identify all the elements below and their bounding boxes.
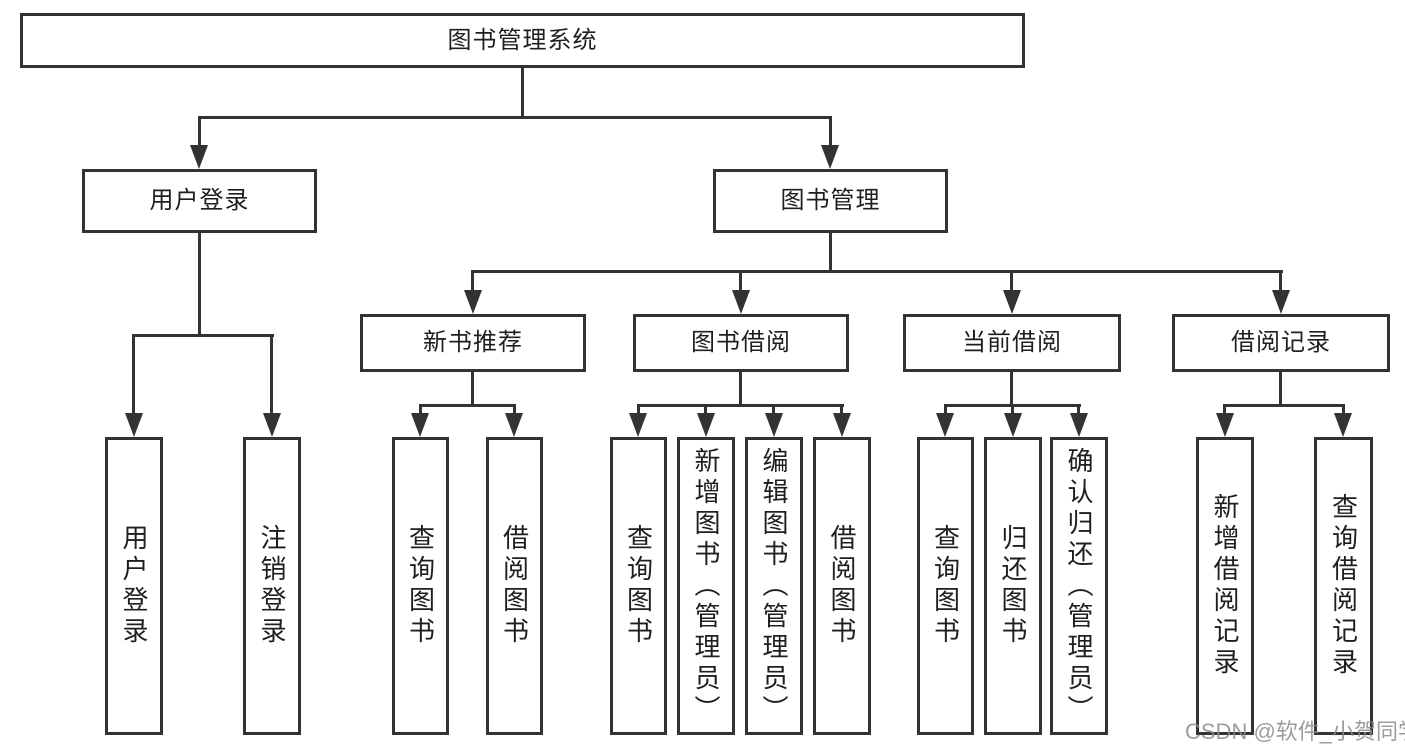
arrowhead-down-icon [732,290,750,314]
node-borrow-record-label: 借阅记录 [1231,329,1331,356]
node-user-login-label: 用户登录 [149,187,250,214]
node-cur-confirm-return-label: 确认归还（管理员） [1064,446,1094,726]
node-rec-add-record: 新增借阅记录 [1196,437,1254,735]
connector-line [739,270,742,294]
connector-line [471,270,474,294]
connector-line [1077,404,1080,418]
node-nb-query-books: 查询图书 [392,437,449,735]
node-book-borrow: 图书借阅 [633,314,849,372]
connector-line [637,404,640,418]
node-new-book-recommend: 新书推荐 [360,314,586,372]
node-cur-query-books: 查询图书 [917,437,974,735]
arrowhead-down-icon [629,413,647,437]
connector-line [1342,404,1345,418]
arrowhead-down-icon [1003,290,1021,314]
node-bw-edit-books-label: 编辑图书（管理员） [759,446,789,726]
connector-line [471,372,474,406]
connector-line [198,116,832,119]
node-root-label: 图书管理系统 [447,26,598,54]
connector-line [1279,270,1282,294]
connector-line [513,404,516,418]
arrowhead-down-icon [263,413,281,437]
node-nb-borrow-books: 借阅图书 [486,437,543,735]
connector-line [840,404,843,418]
node-bw-borrow-books-label: 借阅图书 [827,524,857,648]
connector-line [270,334,273,416]
node-current-borrow: 当前借阅 [903,314,1121,372]
node-leaf-user-login: 用户登录 [105,437,163,735]
node-bw-edit-books: 编辑图书（管理员） [745,437,803,735]
node-new-book-recommend-label: 新书推荐 [423,329,523,356]
arrowhead-down-icon [1070,413,1088,437]
node-cur-confirm-return: 确认归还（管理员） [1050,437,1108,735]
node-bw-add-books-label: 新增图书（管理员） [691,446,721,726]
connector-line [132,334,135,416]
connector-line [829,116,832,149]
connector-line [637,404,844,407]
node-nb-query-books-label: 查询图书 [405,524,436,648]
node-book-management: 图书管理 [713,169,948,233]
connector-line [704,404,707,418]
connector-line [1011,404,1014,418]
node-bw-add-books: 新增图书（管理员） [677,437,735,735]
connector-line [1223,404,1345,407]
connector-line [829,233,832,272]
arrowhead-down-icon [190,145,208,169]
node-root: 图书管理系统 [20,13,1025,68]
connector-line [1223,404,1226,418]
node-bw-query-books-label: 查询图书 [623,524,654,648]
connector-line [772,404,775,418]
node-leaf-logout-label: 注销登录 [257,524,287,648]
node-bw-query-books: 查询图书 [610,437,667,735]
connector-line [521,68,524,118]
arrowhead-down-icon [1334,413,1352,437]
arrowhead-down-icon [1272,290,1290,314]
arrowhead-down-icon [505,413,523,437]
connector-line [132,334,274,337]
connector-line [739,372,742,406]
node-nb-borrow-books-label: 借阅图书 [499,524,530,648]
arrowhead-down-icon [697,413,715,437]
csdn-watermark: CSDN @软件_小贺同学 [1185,719,1405,744]
arrowhead-down-icon [1216,413,1234,437]
arrowhead-down-icon [936,413,954,437]
connector-line [1010,270,1013,294]
node-cur-query-books-label: 查询图书 [930,524,961,648]
arrowhead-down-icon [125,413,143,437]
arrowhead-down-icon [821,145,839,169]
node-borrow-record: 借阅记录 [1172,314,1390,372]
arrowhead-down-icon [464,290,482,314]
connector-line [419,404,516,407]
connector-line [1010,372,1013,406]
connector-line [471,270,1283,273]
node-rec-query-record: 查询借阅记录 [1314,437,1373,735]
node-cur-return-books-label: 归还图书 [998,524,1028,648]
node-current-borrow-label: 当前借阅 [962,329,1062,356]
node-rec-query-record-label: 查询借阅记录 [1328,493,1359,679]
arrowhead-down-icon [765,413,783,437]
node-book-borrow-label: 图书借阅 [691,329,791,356]
node-book-management-label: 图书管理 [780,187,881,214]
node-bw-borrow-books: 借阅图书 [813,437,871,735]
arrowhead-down-icon [1004,413,1022,437]
node-leaf-user-login-label: 用户登录 [119,524,149,648]
node-user-login: 用户登录 [82,169,317,233]
node-cur-return-books: 归还图书 [984,437,1042,735]
arrowhead-down-icon [833,413,851,437]
connector-line [944,404,947,418]
connector-line [1279,372,1282,406]
arrowhead-down-icon [411,413,429,437]
node-leaf-logout: 注销登录 [243,437,301,735]
connector-line [419,404,422,418]
connector-line [198,233,201,336]
node-rec-add-record-label: 新增借阅记录 [1210,493,1240,679]
connector-line [198,116,201,149]
